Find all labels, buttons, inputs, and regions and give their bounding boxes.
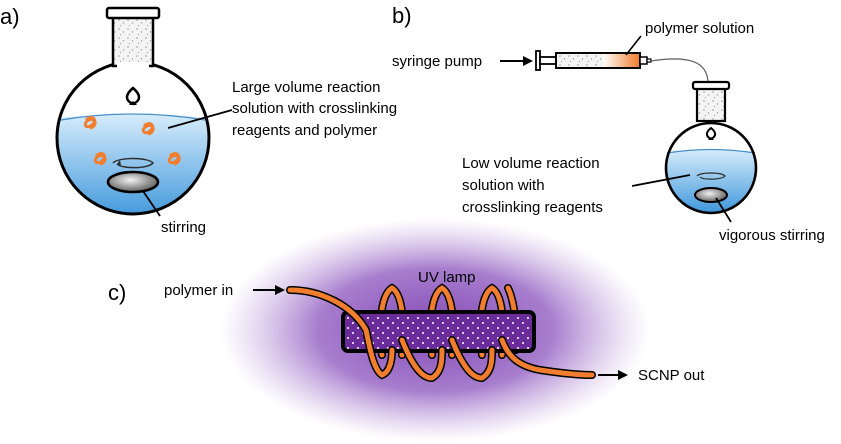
reaction-label-a-3: reagents and polymer <box>232 122 377 139</box>
flask-b <box>664 80 758 215</box>
syringe-pump-label: syringe pump <box>392 53 482 70</box>
reaction-label-b-2: solution with <box>462 177 545 194</box>
panel-label-c: c) <box>108 280 126 305</box>
panel-label-b: b) <box>392 3 412 28</box>
reaction-label-a-2: solution with crosslinking <box>232 100 397 117</box>
syringe <box>535 50 652 71</box>
polymer-coils-a <box>83 116 181 166</box>
tubing <box>650 58 709 83</box>
reaction-label-a-1: Large volume reaction <box>232 79 380 96</box>
flask-a-neck <box>111 12 155 68</box>
flask-b-neck <box>695 84 727 123</box>
swirl-arrow-icon <box>112 157 154 169</box>
uv-lamp-label: UV lamp <box>418 269 476 286</box>
panel-label-a: a) <box>0 4 20 29</box>
scnp-out-label: SCNP out <box>638 367 705 384</box>
polymer-solution-label: polymer solution <box>645 20 754 37</box>
reaction-solution-b <box>666 149 756 213</box>
stirring-label-a: stirring <box>161 219 206 236</box>
tubing-coil <box>286 286 596 383</box>
swirl-arrow-icon-b <box>696 172 726 180</box>
reaction-label-b-1: Low volume reaction <box>462 155 600 172</box>
vigorous-stirring-label: vigorous stirring <box>719 227 825 244</box>
stir-bar-a <box>106 170 160 194</box>
reaction-label-b-3: crosslinking reagents <box>462 199 603 216</box>
stir-bar-b <box>694 187 728 203</box>
polymer-in-label: polymer in <box>164 282 233 299</box>
